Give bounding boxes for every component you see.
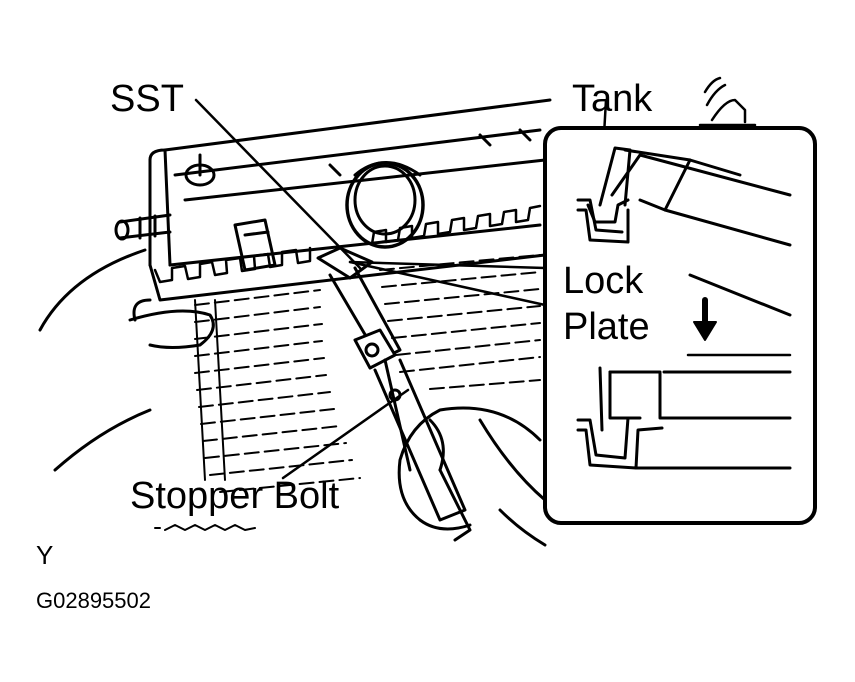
label-view-letter: Y <box>36 540 54 570</box>
leader-lines <box>194 98 608 480</box>
label-plate: Plate <box>563 306 650 348</box>
figure-code: G02895502 <box>36 588 151 613</box>
crimp-direction-arrow <box>686 297 792 357</box>
detail-callout-box <box>543 126 817 525</box>
radiator-core <box>194 254 541 493</box>
detail-before-crimp <box>576 146 792 317</box>
right-hand <box>397 406 547 547</box>
lock-plate-teeth <box>153 204 542 284</box>
label-stopper-bolt: Stopper Bolt <box>130 475 340 517</box>
radiator-core-verticals <box>194 299 226 481</box>
inlet-pipe <box>114 153 216 241</box>
left-hand <box>38 248 215 472</box>
detail-after-crimp <box>576 366 792 470</box>
view-marker-sketch <box>698 76 757 127</box>
sst-tool <box>316 246 472 542</box>
label-scribble <box>154 524 256 531</box>
label-lock: Lock <box>563 260 644 302</box>
label-sst: SST <box>110 78 184 120</box>
label-tank: Tank <box>572 78 653 120</box>
